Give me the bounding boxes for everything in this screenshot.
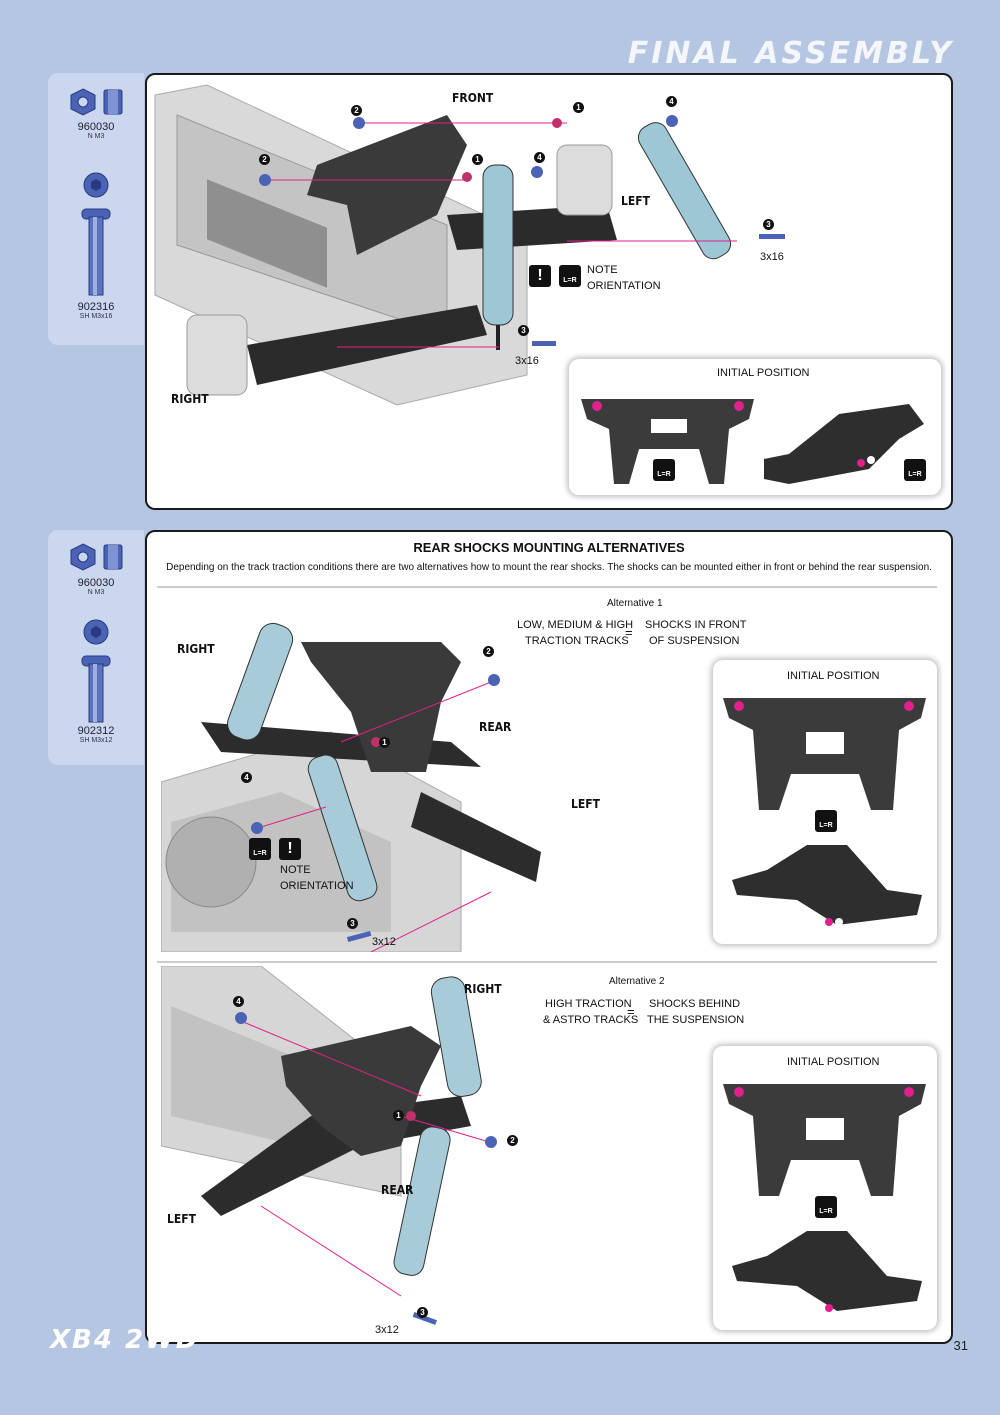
- left-right-icon: L=R: [559, 265, 581, 287]
- alt2-condition-2: & ASTRO TRACKS: [543, 1014, 639, 1026]
- screw-size-label: 3x16: [515, 355, 539, 367]
- label-rear: REAR: [479, 720, 512, 734]
- assembly-illustration-alt2: [161, 966, 497, 1325]
- warning-icon: !: [279, 838, 301, 860]
- label-front: FRONT: [452, 91, 494, 105]
- alt1-condition-2: TRACTION TRACKS: [525, 635, 629, 647]
- screw-size-label: 3x12: [372, 936, 396, 948]
- screw-size-label: 3x16: [760, 251, 784, 263]
- orientation-label: ORIENTATION: [280, 880, 354, 892]
- label-right: RIGHT: [177, 642, 215, 656]
- page-number: 31: [953, 1338, 968, 1353]
- warning-icon: !: [529, 265, 551, 287]
- part-desc: N M3: [87, 133, 105, 140]
- initial-position-label: INITIAL POSITION: [717, 367, 810, 379]
- part-code: 960030: [77, 577, 115, 589]
- step-number: 2: [351, 105, 362, 116]
- left-right-icon: L=R: [653, 459, 675, 481]
- suspension-arm-illustration: [764, 404, 924, 484]
- initial-position-label: INITIAL POSITION: [787, 1056, 880, 1068]
- divider: [157, 961, 937, 963]
- alt2-result-1: SHOCKS BEHIND: [649, 998, 741, 1010]
- section-title: REAR SHOCKS MOUNTING ALTERNATIVES: [413, 540, 685, 555]
- label-right: RIGHT: [171, 392, 209, 406]
- suspension-arm-illustration: [732, 845, 922, 926]
- nut-icon: [70, 543, 123, 571]
- model-logo: XB4 2WD: [50, 1325, 200, 1355]
- step-number: 1: [379, 737, 390, 748]
- shock-tower-illustration: [723, 1084, 926, 1196]
- step-number: 1: [393, 1110, 404, 1121]
- step-number: 4: [534, 152, 545, 163]
- initial-position-inset: INITIAL POSITION L=R: [713, 660, 937, 944]
- part-code: 902312: [77, 725, 115, 737]
- note-label: NOTE: [587, 264, 618, 276]
- note-label: NOTE: [280, 864, 311, 876]
- page-title: FINAL ASSEMBLY: [627, 36, 954, 71]
- initial-position-label: INITIAL POSITION: [787, 670, 880, 682]
- step-number: 3: [347, 918, 358, 929]
- initial-position-inset: INITIAL POSITION L=R: [713, 1046, 937, 1330]
- screw-size-label: 3x12: [375, 1324, 399, 1336]
- step-number: 3: [417, 1307, 428, 1318]
- part-code: 960030: [77, 121, 115, 133]
- part-code: 902316: [77, 301, 115, 313]
- initial-position-inset: INITIAL POSITION L=R L=R: [569, 359, 941, 495]
- label-rear: REAR: [381, 1183, 414, 1197]
- alt2-condition-1: HIGH TRACTION: [545, 998, 632, 1010]
- alt1-label: Alternative 1: [607, 598, 663, 609]
- label-right: RIGHT: [464, 982, 502, 996]
- suspension-arm-illustration: [732, 1231, 922, 1312]
- left-right-icon: L=R: [815, 810, 837, 832]
- label-left: LEFT: [621, 194, 650, 208]
- step-number: 2: [507, 1135, 518, 1146]
- step-number: 3: [763, 219, 774, 230]
- left-right-icon: L=R: [815, 1196, 837, 1218]
- part-desc: SH M3x12: [79, 737, 113, 744]
- assembly-illustration-alt1: [161, 622, 541, 952]
- alt2-label: Alternative 2: [609, 976, 665, 987]
- step-number: 1: [472, 154, 483, 165]
- shock-tower-illustration: [581, 399, 754, 484]
- section-subtitle: Depending on the track traction conditio…: [166, 562, 932, 573]
- step-number: 1: [573, 102, 584, 113]
- shock-tower-illustration: [723, 698, 926, 810]
- alt1-condition-1: LOW, MEDIUM & HIGH: [517, 619, 634, 631]
- step-number: 3: [518, 325, 529, 336]
- parts-list-top: 960030 N M3 902316 SH M3x16: [48, 73, 144, 345]
- screw-icon: [81, 172, 111, 296]
- step-number: 2: [259, 154, 270, 165]
- step-number: 4: [233, 996, 244, 1007]
- step-number: 2: [483, 646, 494, 657]
- parts-list-bottom: 960030 N M3 902312 SH M3x12: [48, 530, 144, 765]
- step-number: 4: [666, 96, 677, 107]
- part-desc: SH M3x16: [79, 313, 113, 320]
- left-right-icon: L=R: [249, 838, 271, 860]
- alt1-result-2: OF SUSPENSION: [649, 635, 740, 647]
- nut-icon: [70, 88, 123, 116]
- part-desc: N M3: [87, 589, 105, 596]
- assembly-illustration-front: [154, 84, 785, 406]
- alt2-result-2: THE SUSPENSION: [647, 1014, 745, 1026]
- front-shocks-panel: FRONT LEFT RIGHT 2 1 4 2 1 4 3 3 3x16 3x…: [145, 73, 953, 510]
- divider: [157, 586, 937, 588]
- screw-icon: [81, 619, 111, 723]
- left-right-icon: L=R: [904, 459, 926, 481]
- label-left: LEFT: [167, 1212, 196, 1226]
- alt1-result-1: SHOCKS IN FRONT: [645, 619, 747, 631]
- orientation-label: ORIENTATION: [587, 280, 661, 292]
- equals-sign: =: [625, 625, 633, 640]
- equals-sign: =: [627, 1004, 635, 1019]
- rear-shocks-panel: REAR SHOCKS MOUNTING ALTERNATIVES Depend…: [145, 530, 953, 1344]
- step-number: 4: [241, 772, 252, 783]
- label-left: LEFT: [571, 797, 600, 811]
